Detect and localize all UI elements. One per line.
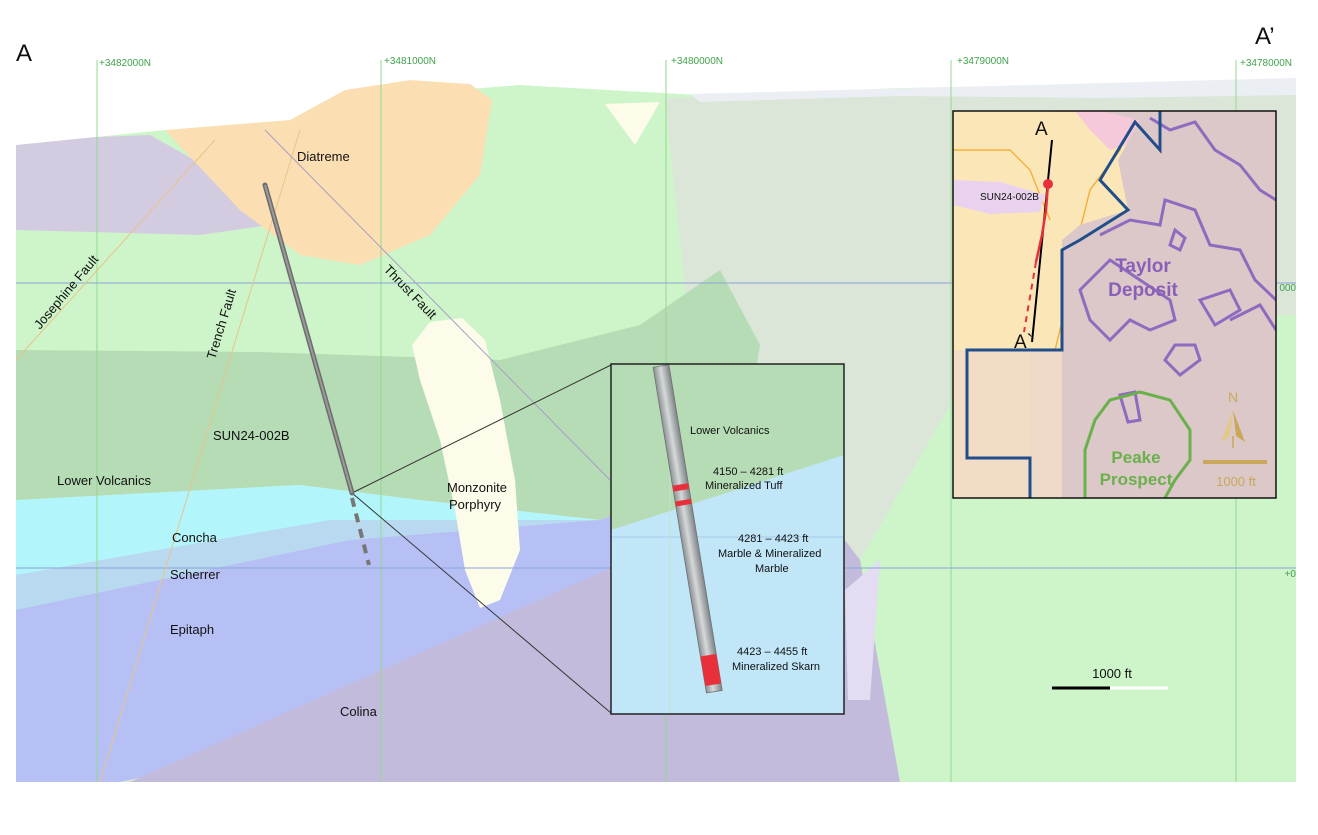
label-colina: Colina bbox=[340, 704, 378, 719]
hole-trace bbox=[1034, 183, 1050, 263]
peake-label-2: Prospect bbox=[1100, 470, 1173, 489]
peake-label-1: Peake bbox=[1111, 448, 1160, 467]
cream-triangle bbox=[605, 102, 660, 145]
label-lower-volcanics: Lower Volcanics bbox=[57, 473, 151, 488]
north-label: N bbox=[1228, 389, 1238, 405]
label-epitaph: Epitaph bbox=[170, 622, 214, 637]
topographic-surface bbox=[16, 60, 1296, 145]
drillhole-trace bbox=[262, 182, 371, 566]
section-line bbox=[1031, 139, 1053, 343]
elev-label-lower: +0 bbox=[1285, 569, 1297, 580]
label-porphyry: Porphyry bbox=[449, 497, 502, 512]
peake-prospect-outline bbox=[1083, 390, 1192, 498]
grid-label-3478000: +3478000N bbox=[1240, 58, 1292, 69]
zoom-label-lower-volcanics: Lower Volcanics bbox=[690, 425, 770, 437]
lavender-sliver bbox=[845, 560, 880, 700]
label-monzonite: Monzonite bbox=[447, 480, 507, 495]
zoom-connector-bottom bbox=[351, 492, 612, 714]
claim-boundary bbox=[965, 111, 1162, 498]
fault-lines bbox=[16, 129, 611, 782]
scale-bar-label: 1000 ft bbox=[1092, 666, 1132, 681]
taylor-deposit-outline bbox=[1078, 116, 1276, 424]
label-scherrer: Scherrer bbox=[170, 567, 221, 582]
taylor-label-2: Deposit bbox=[1108, 280, 1178, 301]
purple-sliver bbox=[16, 135, 270, 235]
plan-scale-label: 1000 ft bbox=[1216, 474, 1256, 489]
interval-2-desc-line1: Marble & Mineralized bbox=[718, 548, 821, 560]
elev-label-upper: 000 bbox=[1279, 283, 1296, 294]
grid-label-3479000: +3479000N bbox=[957, 56, 1009, 67]
north-arrow-icon bbox=[1221, 410, 1245, 448]
location-plan-inset: A A` SUN24-002B Taylor Deposit Peake Pro… bbox=[952, 110, 1277, 499]
zoom-connector-top bbox=[351, 364, 612, 494]
lower-volcanics-unit bbox=[16, 270, 760, 520]
hole-collar-marker bbox=[1043, 179, 1053, 189]
diatreme-body bbox=[165, 80, 492, 265]
section-end-label: A’ bbox=[1255, 23, 1275, 50]
plan-scale-bar bbox=[1203, 460, 1267, 464]
interval-2-range: 4281 – 4423 ft bbox=[738, 533, 808, 545]
drillhole-zoom-inset: Lower Volcanics 4150 – 4281 ft Mineraliz… bbox=[610, 363, 845, 715]
interval-3-desc: Mineralized Skarn bbox=[732, 661, 820, 673]
plan-hole-label: SUN24-002B bbox=[980, 192, 1039, 203]
label-diatreme: Diatreme bbox=[297, 149, 350, 164]
label-drillhole: SUN24-002B bbox=[213, 428, 290, 443]
interval-3-range: 4423 – 4455 ft bbox=[737, 646, 807, 658]
grid-label-3482000: +3482000N bbox=[99, 58, 151, 69]
label-concha: Concha bbox=[172, 530, 218, 545]
scale-bar: 1000 ft bbox=[1052, 666, 1168, 690]
interval-1-desc: Mineralized Tuff bbox=[705, 480, 783, 492]
interval-1-range: 4150 – 4281 ft bbox=[713, 466, 783, 478]
monzonite-porphyry-body bbox=[412, 318, 520, 608]
taylor-label-1: Taylor bbox=[1115, 256, 1171, 277]
plan-label-a-prime: A` bbox=[1014, 332, 1033, 353]
interval-2-desc-line2: Marble bbox=[755, 563, 789, 575]
grid-label-3480000: +3480000N bbox=[671, 56, 723, 67]
grid-label-3481000: +3481000N bbox=[384, 56, 436, 67]
plan-label-a: A bbox=[1035, 119, 1048, 140]
section-start-label: A bbox=[16, 40, 32, 67]
